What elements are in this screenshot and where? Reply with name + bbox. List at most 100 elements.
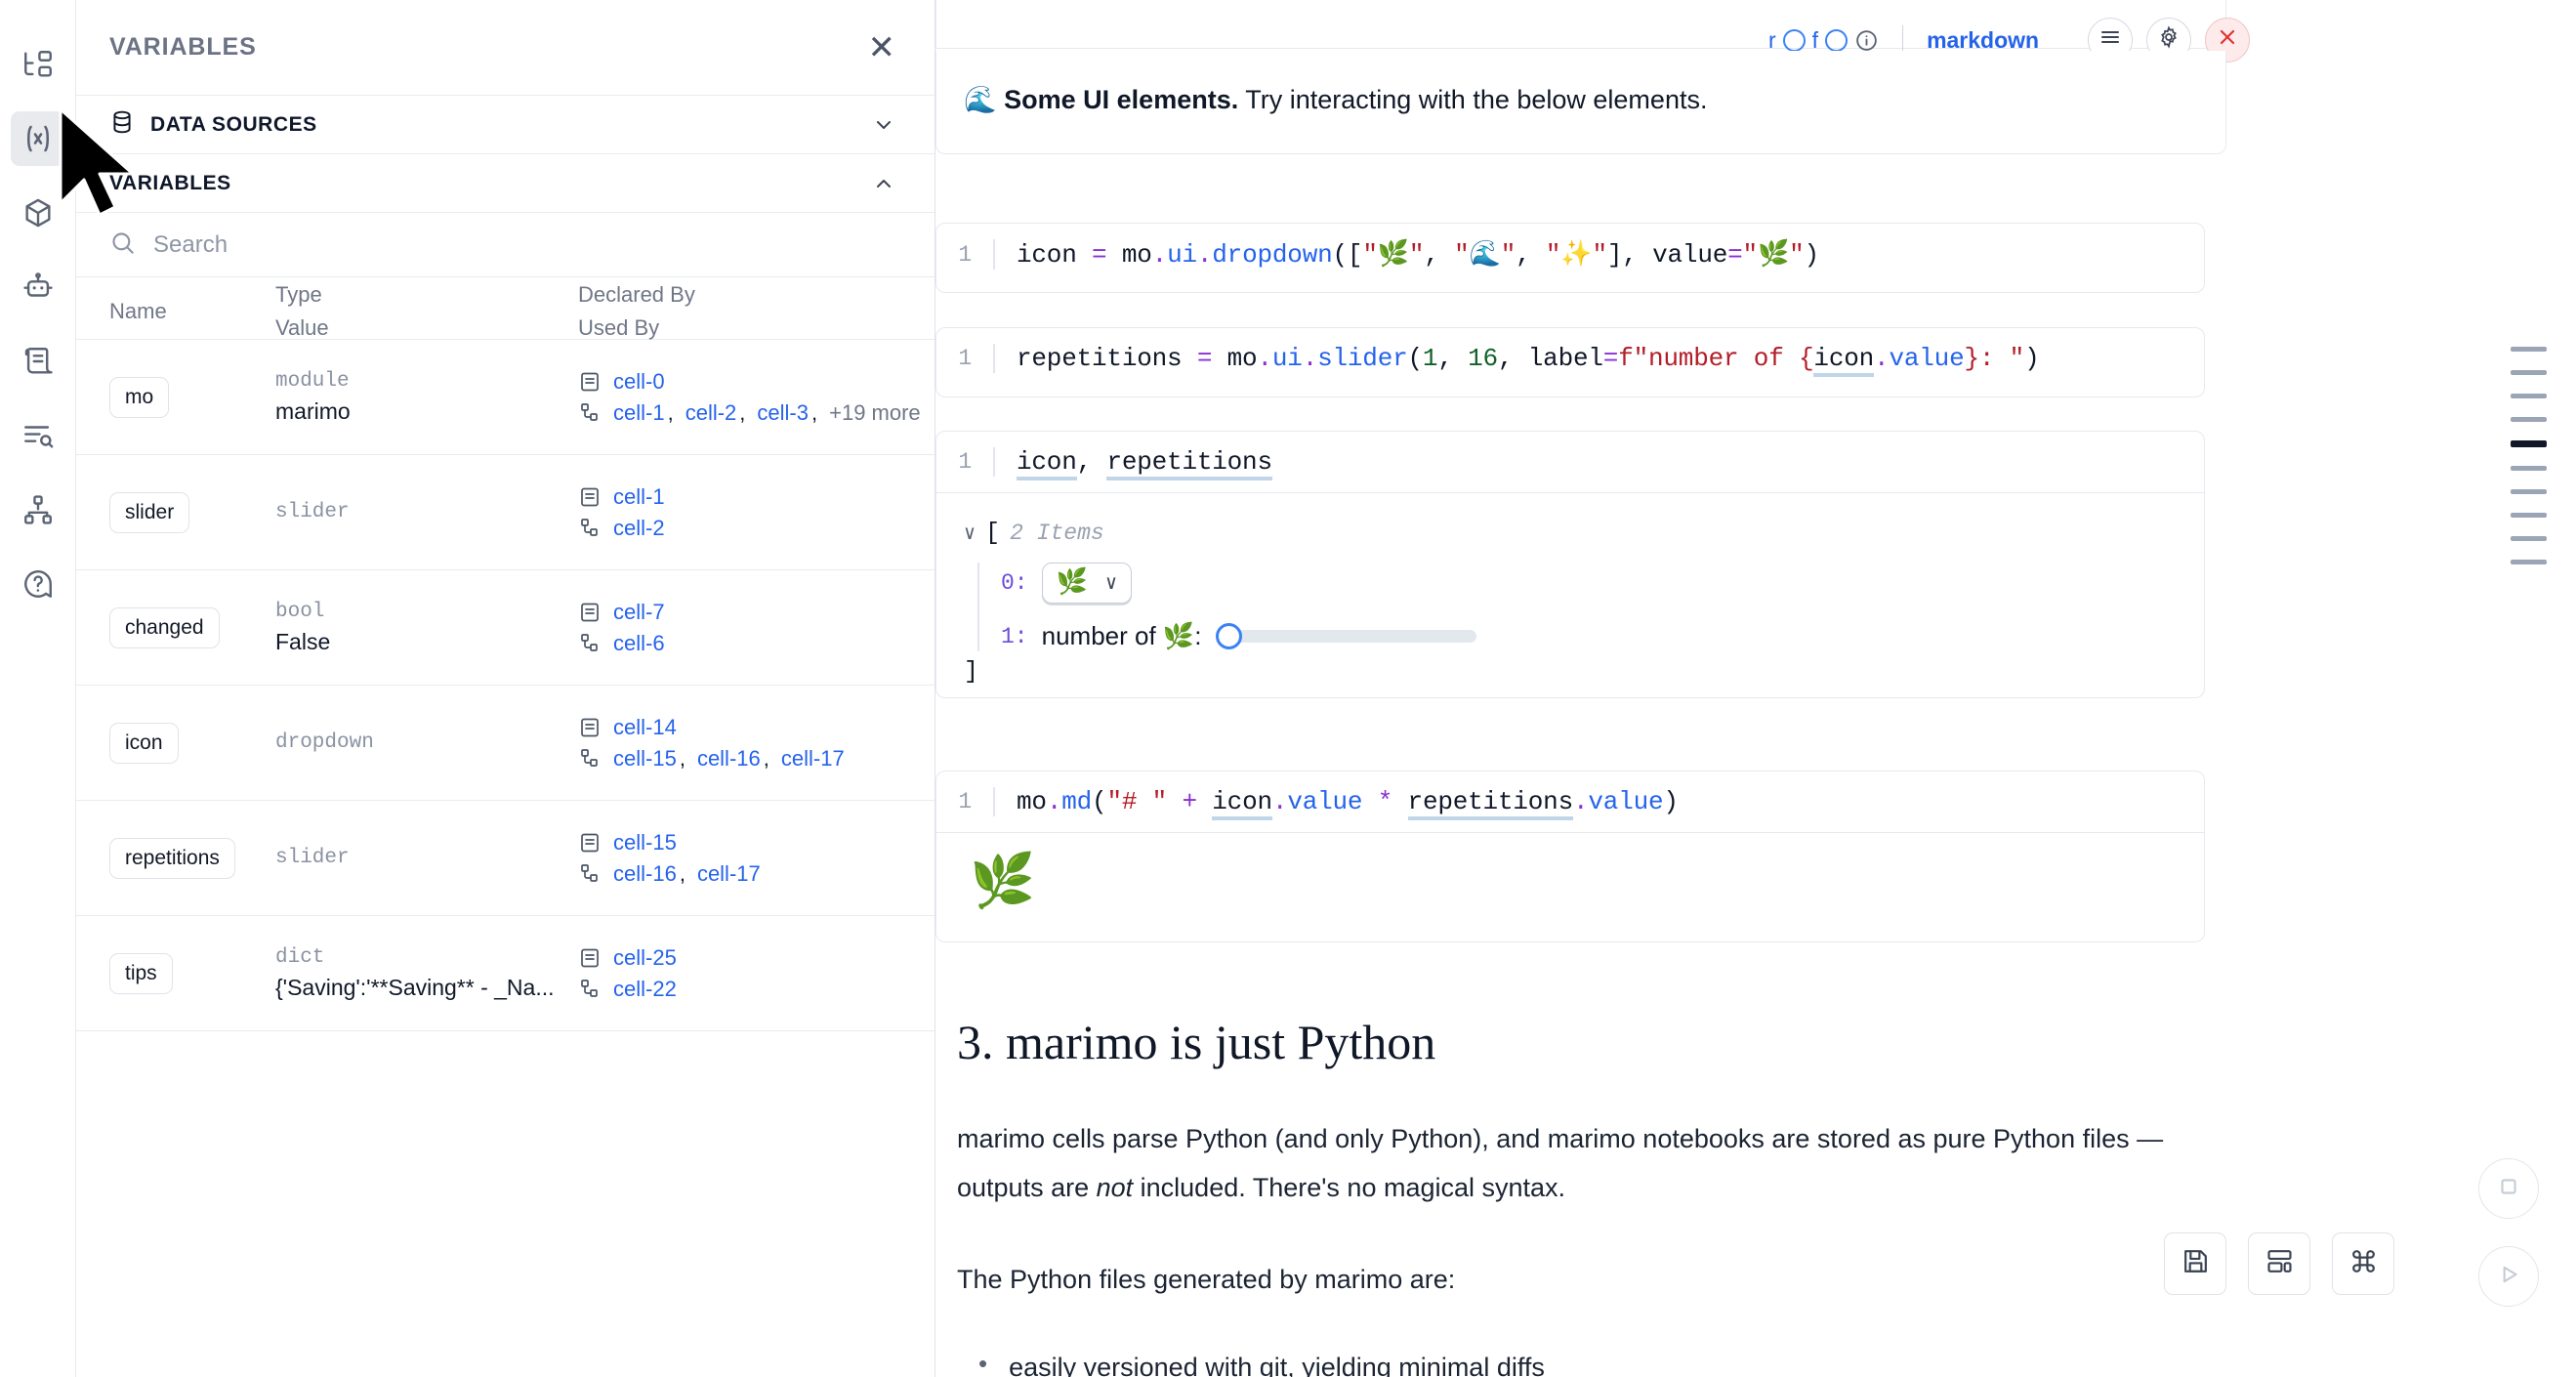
cell-reference-row: cell-2 <box>578 516 925 541</box>
table-row[interactable]: slider slider cell-1 cell-2 <box>76 455 935 570</box>
cell-link[interactable]: cell-2 <box>613 515 665 540</box>
variable-name-chip[interactable]: slider <box>109 491 190 533</box>
chevron-down-icon[interactable] <box>872 113 895 137</box>
run-controls <box>2478 1158 2539 1307</box>
sidebar-item-variables[interactable] <box>10 111 65 166</box>
table-header-row: Name Type Value Declared By Used By <box>76 277 935 340</box>
variable-type: slider <box>275 501 350 523</box>
layout-button[interactable] <box>2248 1232 2310 1295</box>
cell-link[interactable]: cell-2 <box>685 399 737 425</box>
code-cell-md-render[interactable]: 1 mo.md("# " + icon.value * repetitions.… <box>935 771 2205 942</box>
slider-track[interactable] <box>1234 630 1476 643</box>
slider-knob[interactable] <box>1215 623 1242 649</box>
prose-text-a: marimo cells parse Python (and only Pyth… <box>957 1124 2164 1202</box>
cell-reference-row: cell-15,cell-16,cell-17 <box>578 746 925 772</box>
sidebar-item-ai-assistant[interactable] <box>11 260 65 314</box>
slider-widget[interactable] <box>1215 623 1476 649</box>
cell-link[interactable]: cell-0 <box>613 368 665 394</box>
cell-link[interactable]: cell-17 <box>780 745 845 771</box>
info-icon[interactable] <box>1854 28 1879 53</box>
cell-delete-button[interactable] <box>2205 18 2251 63</box>
cell-icon <box>578 946 602 970</box>
markdown-source-cell[interactable]: 1 """🌊 Some UI elements.""" Try interact… <box>935 0 2226 49</box>
cell-link[interactable]: cell-3 <box>757 399 809 425</box>
list-output-header[interactable]: ∨ [ 2 Items <box>964 519 2204 547</box>
usage-icon <box>578 747 602 771</box>
chevron-up-icon[interactable] <box>872 172 895 195</box>
cell-link[interactable]: cell-7 <box>613 599 665 624</box>
dropdown-widget[interactable]: 🌿 ∨ <box>1041 563 1133 604</box>
stop-square-icon <box>2496 1174 2521 1204</box>
code-cell-slider[interactable]: 1 repetitions = mo.ui.slider(1, 16, labe… <box>935 327 2205 397</box>
interrupt-button[interactable] <box>2478 1158 2539 1219</box>
cell-link[interactable]: cell-6 <box>613 630 665 655</box>
minimap-bar[interactable] <box>2511 440 2547 447</box>
language-badge[interactable]: markdown <box>1927 26 2040 53</box>
sidebar-item-help[interactable] <box>11 557 65 611</box>
activity-bar <box>0 0 76 1377</box>
minimap-bar[interactable] <box>2511 560 2547 564</box>
comma-separator: , <box>810 399 818 425</box>
minimap-bar[interactable] <box>2511 370 2547 375</box>
section-data-sources[interactable]: DATA SOURCES <box>76 96 935 154</box>
output-emoji: 🌊 <box>964 85 997 114</box>
minimap-bar[interactable] <box>2511 513 2547 518</box>
minimap-bar[interactable] <box>2511 394 2547 398</box>
section-variables[interactable]: VARIABLES <box>76 154 935 213</box>
f-toggle-icon[interactable] <box>1825 28 1849 52</box>
line-number: 1 <box>958 241 972 268</box>
run-button[interactable] <box>2478 1246 2539 1307</box>
panel-close-button[interactable]: ✕ <box>867 28 896 66</box>
command-button[interactable] <box>2332 1232 2394 1295</box>
sidebar-item-explorer[interactable] <box>11 37 65 92</box>
prose-paragraph-1: marimo cells parse Python (and only Pyth… <box>957 1115 2168 1213</box>
minimap[interactable] <box>2511 347 2547 564</box>
cell-link[interactable]: cell-1 <box>613 483 665 509</box>
code-cell-dropdown[interactable]: 1 icon = mo.ui.dropdown(["🌿", "🌊", "✨"],… <box>935 223 2205 293</box>
sidebar-item-outline[interactable] <box>11 408 65 463</box>
sidebar-item-packages[interactable] <box>11 186 65 240</box>
minimap-bar[interactable] <box>2511 347 2547 352</box>
variables-icon <box>21 121 56 156</box>
sidebar-item-scratchpad[interactable] <box>11 334 65 389</box>
cell-link[interactable]: cell-17 <box>696 860 761 886</box>
r-toggle-icon[interactable] <box>1782 28 1806 52</box>
comma-separator: , <box>763 745 769 771</box>
cell-link[interactable]: cell-25 <box>613 944 677 970</box>
cell-link[interactable]: cell-1 <box>613 399 665 425</box>
code-text: icon = mo.ui.dropdown(["🌿", "🌊", "✨"], v… <box>993 239 1819 270</box>
variable-name-chip[interactable]: icon <box>109 722 179 764</box>
variable-name-chip[interactable]: changed <box>109 606 220 648</box>
package-cube-icon <box>21 196 55 230</box>
variable-name-chip[interactable]: repetitions <box>109 837 235 879</box>
search-input[interactable] <box>153 230 901 259</box>
variable-name-chip[interactable]: mo <box>109 376 170 418</box>
variable-name-chip[interactable]: tips <box>109 952 173 994</box>
run-flag-group[interactable]: r f <box>1768 27 1879 54</box>
minimap-bar[interactable] <box>2511 466 2547 471</box>
chevron-down-icon[interactable]: ∨ <box>964 522 976 546</box>
sidebar-item-dependency-graph[interactable] <box>11 482 65 537</box>
code-cell-widgets[interactable]: 1 icon, repetitions ∨ [ 2 Items 0: <box>935 431 2205 698</box>
prose-text-b: included. There's no magical syntax. <box>1133 1172 1566 1202</box>
cell-link[interactable]: cell-15 <box>613 745 677 771</box>
usage-icon <box>578 862 602 886</box>
cell-link[interactable]: cell-16 <box>613 860 677 886</box>
cell-link[interactable]: cell-15 <box>613 829 677 855</box>
output-bold-text: Some UI elements. <box>1004 85 1239 114</box>
save-button[interactable] <box>2164 1232 2226 1295</box>
minimap-bar[interactable] <box>2511 536 2547 541</box>
cell-link[interactable]: cell-14 <box>613 714 677 739</box>
minimap-bar[interactable] <box>2511 417 2547 422</box>
minimap-bar[interactable] <box>2511 489 2547 494</box>
more-count-label[interactable]: +19 more <box>829 399 921 425</box>
panel-header: VARIABLES ✕ <box>76 0 935 96</box>
cell-link[interactable]: cell-22 <box>613 976 677 1001</box>
cell-link[interactable]: cell-16 <box>696 745 761 771</box>
